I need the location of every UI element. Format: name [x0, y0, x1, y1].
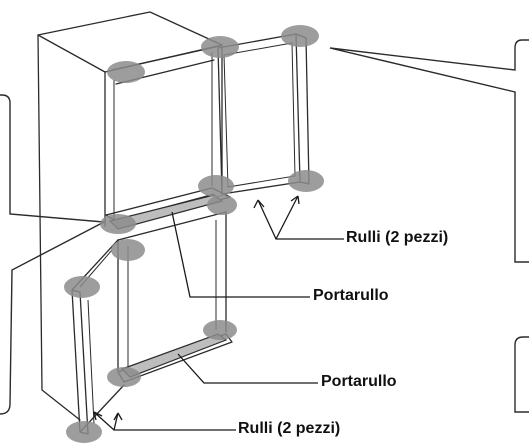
spot-lower-left [64, 276, 100, 298]
right-callout-lower [514, 336, 529, 413]
roll-holder-lower-shape [120, 333, 228, 378]
hinge-spots [64, 25, 324, 443]
spot-divider-right [207, 195, 237, 215]
roll-holder-lower-label: Portarullo [321, 373, 397, 390]
spot-mid-right [288, 170, 324, 192]
leader-rollers-upper [257, 195, 344, 240]
leader-roll-holder-lower [177, 353, 318, 384]
spot-top-right [281, 25, 319, 47]
spot-top-left [107, 61, 145, 83]
spot-top-mid [201, 36, 239, 58]
lower-door [71, 239, 125, 435]
leader-rollers-lower [93, 411, 236, 431]
roll-holder-upper-label: Portarullo [313, 287, 389, 304]
right-callout-upper [329, 39, 529, 263]
spot-lower-top [111, 239, 145, 261]
leader-roll-holder-upper [171, 211, 310, 298]
spot-lower-rail-left [107, 367, 141, 387]
rollers-lower-label: Rulli (2 pezzi) [238, 420, 341, 437]
upper-door [217, 33, 310, 195]
leader-lines [93, 195, 344, 431]
spot-divider-left [100, 214, 136, 234]
rollers-upper-label: Rulli (2 pezzi) [346, 229, 449, 246]
left-callout [0, 94, 107, 415]
spot-bottom [66, 421, 102, 443]
spot-lower-rail-right [203, 320, 237, 340]
spot-mid-center [198, 175, 234, 197]
